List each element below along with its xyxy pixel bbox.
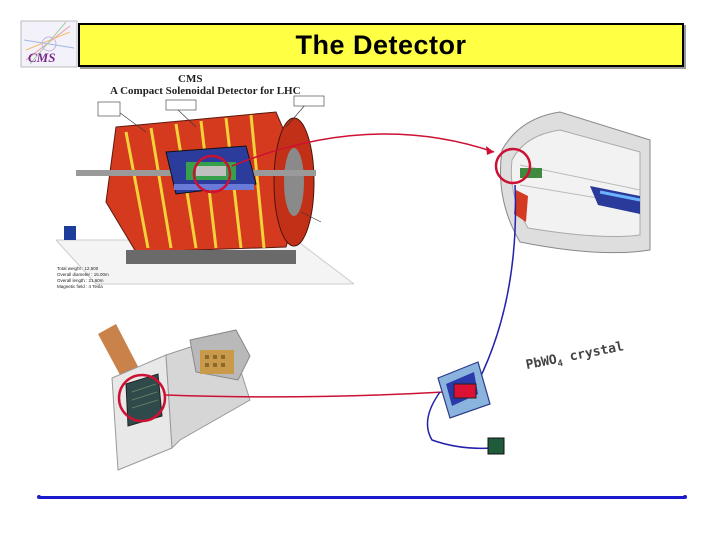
logo-text: CMS (28, 50, 56, 65)
module-photo (66, 323, 278, 483)
cms-logo-graphic (20, 20, 78, 68)
spec-row: Overall diameter : 15.00m (57, 272, 109, 277)
spec-row: Overall length : 21.60m (57, 278, 104, 283)
spec-row: Magnetic field : 4 Tesla (57, 284, 103, 289)
pbwo4-crystal (426, 361, 505, 455)
spec-label: Overall diameter (57, 272, 91, 277)
cms-drawing-heading: CMS (178, 73, 203, 85)
spec-value: 15.00m (93, 272, 109, 277)
spec-label: Overall length (57, 278, 85, 283)
crystal-connector-line (475, 184, 517, 387)
spec-value: 12,500 (84, 266, 99, 271)
spec-label: Total weight (57, 266, 81, 271)
spec-row: Total weight : 12,500 (57, 266, 99, 271)
spec-value: 4 Tesla (88, 284, 103, 289)
footer-divider (37, 495, 687, 499)
cms-detector-drawing (54, 72, 356, 294)
spec-value: 21.60m (88, 278, 104, 283)
zoom-connector-line (231, 133, 495, 167)
calorimeter-cutaway (494, 111, 651, 254)
cms-detector-illustration (54, 72, 356, 294)
module-connector-line (165, 391, 445, 398)
arrow-head-icon (486, 146, 494, 155)
cms-logo (20, 20, 78, 68)
cms-drawing-subheading: A Compact Solenoidal Detector for LHC (110, 85, 301, 97)
page-title: The Detector (295, 29, 467, 60)
title-bar: The Detector (78, 23, 684, 67)
spec-label: Magnetic field (57, 284, 85, 289)
